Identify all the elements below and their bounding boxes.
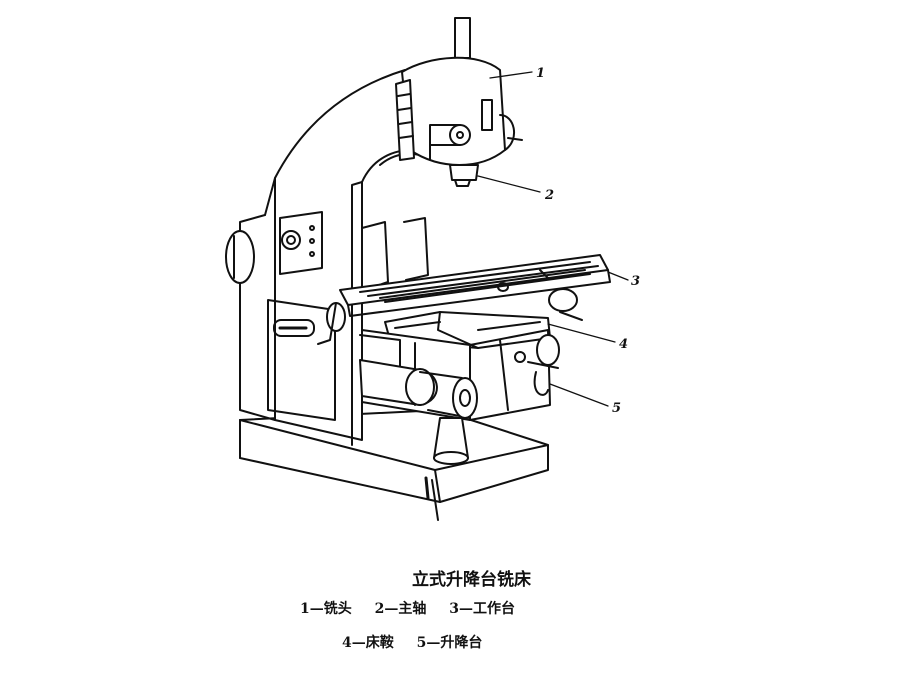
column — [225, 69, 429, 446]
caption-legend-line-2: 4—床鞍 5—升降台 — [342, 632, 500, 652]
callout-4: 4 — [619, 337, 628, 352]
callout-5: 5 — [612, 401, 621, 416]
leader-1 — [489, 71, 533, 79]
callout-2: 2 — [544, 188, 554, 203]
callout-3: 3 — [631, 274, 640, 289]
callout-1: 1 — [536, 66, 545, 81]
milling-head — [395, 17, 523, 187]
caption-legend-line-1: 1—铣头 2—主轴 3—工作台 — [300, 598, 533, 618]
leader-3 — [607, 271, 629, 281]
legend-item: 3—工作台 — [449, 601, 515, 617]
leader-lines — [477, 71, 629, 407]
legend-item: 4—床鞍 — [342, 635, 394, 651]
machine-base — [239, 409, 549, 521]
legend-item: 2—主轴 — [374, 601, 427, 617]
leader-4 — [547, 323, 616, 343]
work-table — [317, 254, 611, 345]
leader-5 — [549, 383, 609, 407]
leader-2 — [477, 175, 541, 193]
milling-machine-drawing: 1 2 3 4 5 — [225, 17, 640, 521]
legend-item: 1—铣头 — [300, 601, 352, 617]
legend-item: 5—升降台 — [416, 635, 483, 651]
knee — [359, 329, 560, 465]
caption-title: 立式升降台铣床 — [412, 570, 531, 590]
